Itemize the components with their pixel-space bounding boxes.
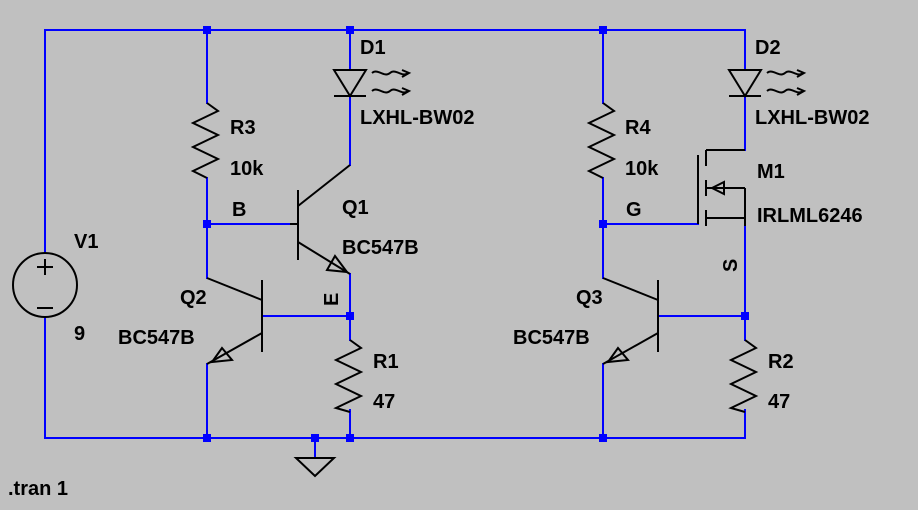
q2-emitter	[206, 332, 263, 365]
q1-emitter-arrow	[325, 254, 350, 274]
d1-light-arrow	[371, 88, 409, 94]
q3-value: BC547B	[513, 327, 590, 349]
q3-collector	[602, 277, 659, 301]
d2-light-arrow	[766, 70, 804, 76]
r1-resistor-symbol	[333, 339, 364, 413]
d2-light-arrow	[766, 88, 804, 94]
d1-light-arrow	[371, 70, 409, 76]
q3-npn-transistor-symbol	[602, 277, 659, 365]
r2-resistor-symbol	[728, 339, 759, 413]
q1-ref: Q1	[342, 197, 369, 219]
d1-triangle	[332, 69, 368, 98]
q3-ref: Q3	[576, 287, 603, 309]
r2-ref: R2	[768, 351, 794, 373]
r3-ref: R3	[230, 117, 256, 139]
q2-emitter-arrow	[209, 346, 234, 364]
m1-body-arrow	[709, 180, 725, 196]
gate-net-label: G	[626, 199, 642, 221]
junction-dot	[346, 26, 354, 34]
q3-emitter	[602, 332, 659, 365]
d1-light-arrow	[401, 87, 412, 96]
m1-value: IRLML6246	[757, 205, 863, 227]
d2-ref: D2	[755, 37, 781, 59]
junction-dot	[599, 434, 607, 442]
q1-collector	[297, 164, 351, 207]
d2-value: LXHL-BW02	[755, 107, 869, 129]
d2-light-arrow	[796, 69, 807, 78]
r3-value: 10k	[230, 158, 264, 180]
junction-dot	[599, 26, 607, 34]
r2-value: 47	[768, 391, 790, 413]
r4-value: 10k	[625, 158, 659, 180]
q1-npn-transistor-symbol	[290, 164, 351, 275]
emitter-net-label: E	[321, 293, 343, 306]
v1-circle	[12, 252, 78, 318]
r4-ref: R4	[625, 117, 651, 139]
q2-npn-transistor-symbol	[206, 277, 263, 365]
q1-value: BC547B	[342, 237, 419, 259]
d2-led-symbol	[727, 69, 807, 98]
v1-ref: V1	[74, 231, 98, 253]
junction-dot	[203, 26, 211, 34]
source-net-label: S	[720, 259, 742, 272]
q2-ref: Q2	[180, 287, 207, 309]
v1-value: 9	[74, 323, 85, 345]
junction-dot	[741, 312, 749, 320]
m1-ref: M1	[757, 161, 785, 183]
junction-dot	[346, 312, 354, 320]
q2-collector	[206, 277, 263, 301]
q3-emitter-arrow	[605, 346, 630, 364]
junction-dot	[346, 434, 354, 442]
base-net-label: B	[232, 199, 246, 221]
d1-led-symbol	[332, 69, 412, 98]
wires	[44, 29, 746, 459]
m1-mosfet-symbol	[697, 149, 746, 226]
junctions	[203, 26, 749, 442]
junction-dot	[203, 220, 211, 228]
r1-ref: R1	[373, 351, 399, 373]
d1-ref: D1	[360, 37, 386, 59]
r1-value: 47	[373, 391, 395, 413]
q1-emitter	[297, 241, 351, 275]
ground-symbol	[293, 457, 337, 478]
d2-light-arrow	[796, 87, 807, 96]
d1-light-arrow	[401, 69, 412, 78]
junction-dot	[311, 434, 319, 442]
r4-resistor-symbol	[586, 102, 617, 179]
junction-dot	[203, 434, 211, 442]
v1-voltage-source-symbol	[12, 252, 78, 318]
d2-triangle	[727, 69, 763, 98]
spice-directive: .tran 1	[8, 478, 68, 500]
q2-value: BC547B	[118, 327, 195, 349]
d1-value: LXHL-BW02	[360, 107, 474, 129]
junction-dot	[599, 220, 607, 228]
r3-resistor-symbol	[190, 102, 221, 179]
